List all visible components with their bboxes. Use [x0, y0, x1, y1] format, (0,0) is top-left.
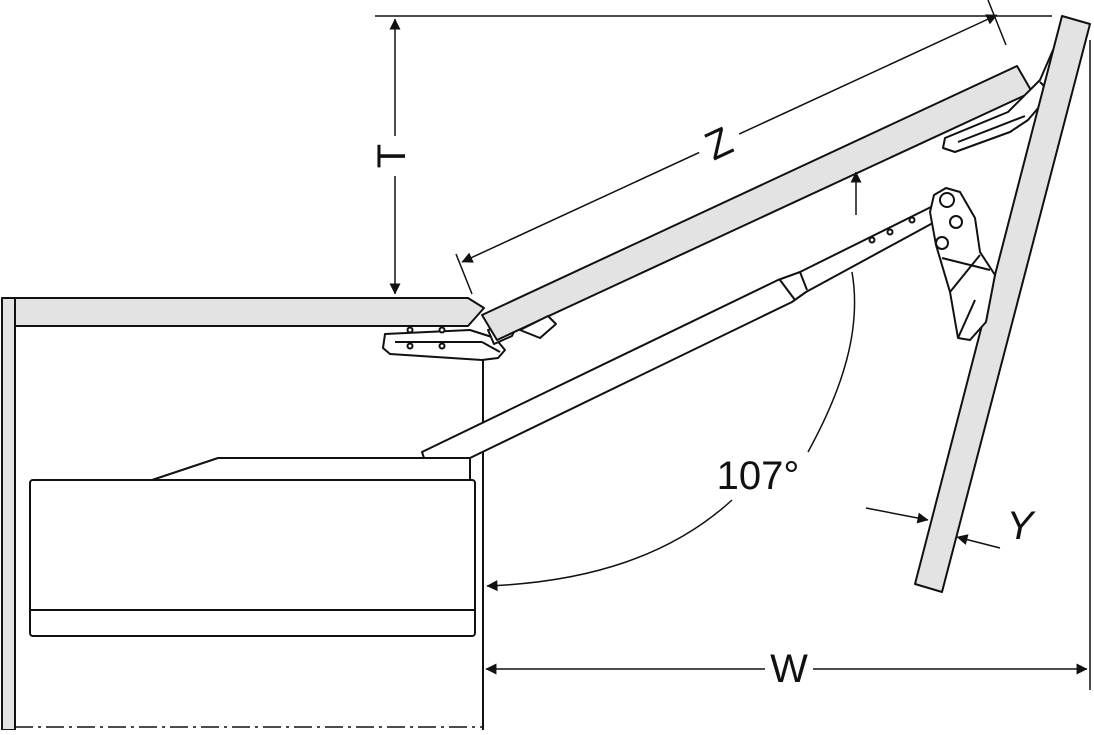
- cabinet-top-panel: [14, 297, 485, 327]
- lower-flap-panel: [914, 15, 1091, 593]
- dimension-y: [865, 507, 1001, 549]
- drawer-box: [29, 457, 476, 637]
- label-w: W: [770, 647, 808, 691]
- label-y: Y: [1007, 504, 1037, 548]
- cabinet-side-wall: [1, 297, 16, 731]
- label-angle: 107°: [717, 454, 800, 498]
- label-t: T: [370, 144, 414, 168]
- angle-arc: [807, 271, 856, 453]
- angle-arc-lower: [486, 499, 733, 592]
- upper-flap-clip: [519, 315, 557, 339]
- lift-mechanism: [929, 187, 996, 341]
